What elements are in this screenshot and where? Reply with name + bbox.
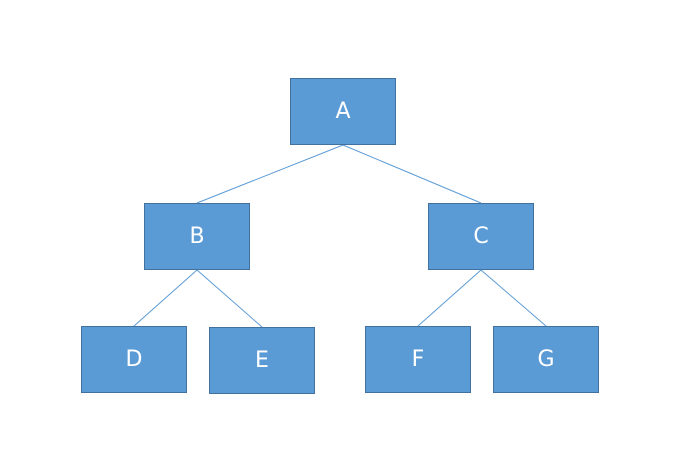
edge-b-e [196,269,263,328]
node-f: F [365,326,471,393]
node-a-label: A [335,99,351,124]
node-e: E [209,327,315,394]
node-c-label: C [473,224,489,249]
edge-a-c [342,144,482,204]
edge-a-b [196,144,344,204]
node-f-label: F [411,347,425,372]
edge-c-f [417,269,482,327]
node-a: A [290,78,396,145]
edge-b-d [133,269,198,327]
edge-c-g [480,269,547,327]
node-g: G [493,326,599,393]
node-d: D [81,326,187,393]
node-c: C [428,203,534,270]
node-d-label: D [125,347,143,372]
node-b-label: B [189,224,205,249]
node-e-label: E [255,348,269,373]
node-g-label: G [537,347,555,372]
node-b: B [144,203,250,270]
